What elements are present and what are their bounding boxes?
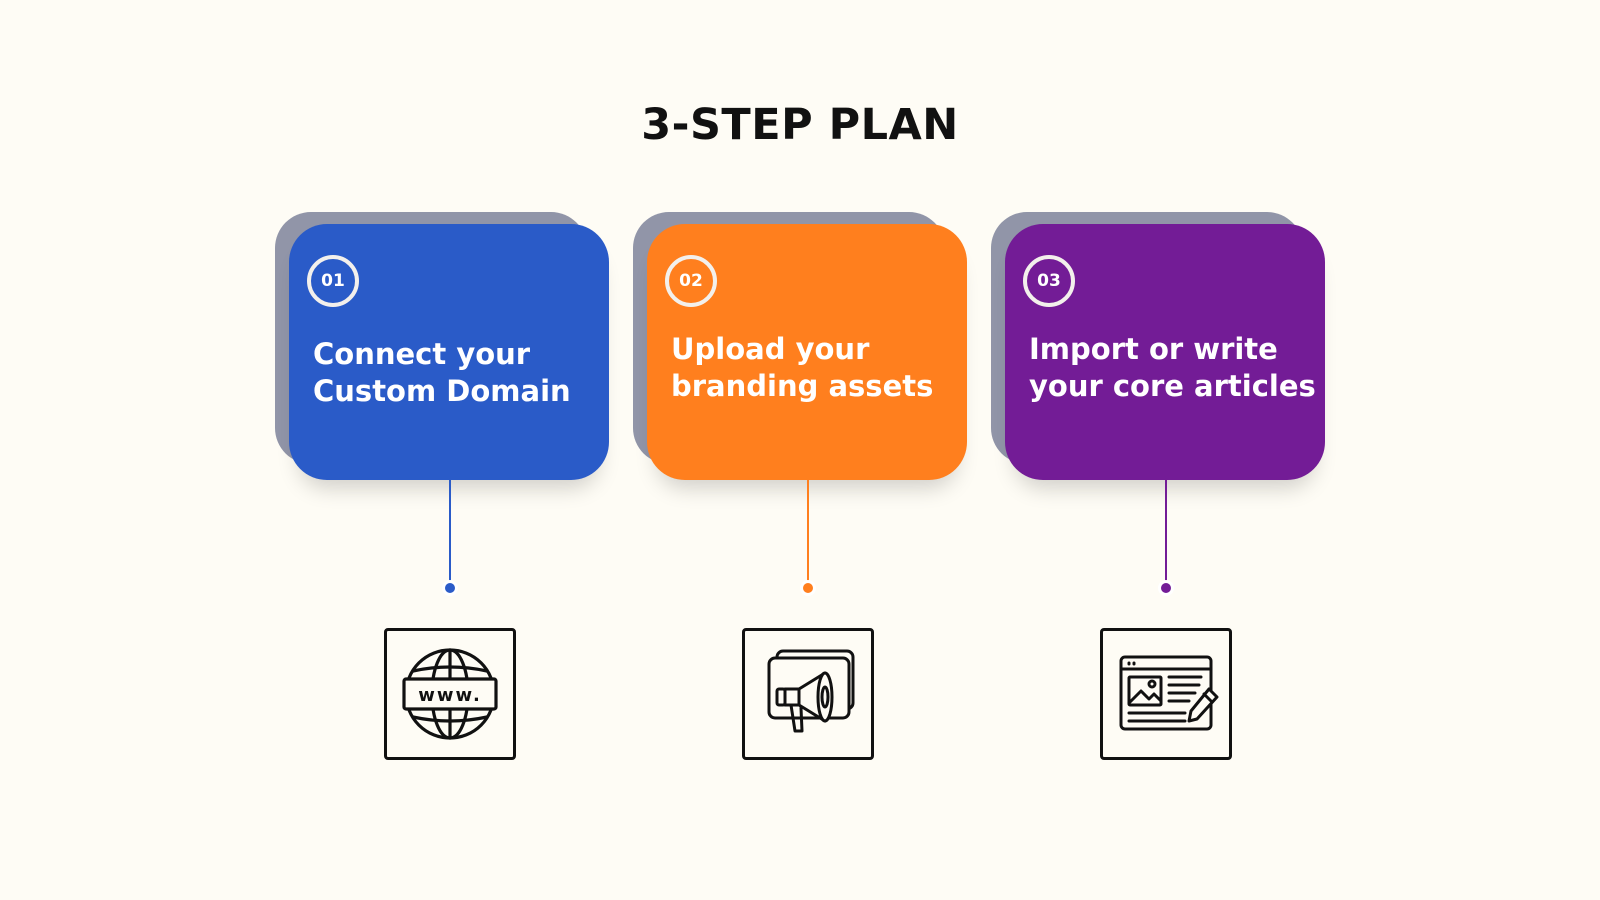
connector-line <box>449 480 451 588</box>
www-label: www. <box>418 685 482 706</box>
connector-dot <box>800 580 816 596</box>
step-card: 01 Connect your Custom Domain <box>289 224 609 480</box>
step-title: Connect your Custom Domain <box>313 337 571 408</box>
step-number-badge: 01 <box>307 255 359 307</box>
step-title: Import or write your core articles <box>1029 332 1316 403</box>
step-1: 01 Connect your Custom Domain www. <box>275 212 610 772</box>
step-number-badge: 03 <box>1023 255 1075 307</box>
connector-dot <box>1158 580 1174 596</box>
globe-www-icon: www. <box>384 628 516 760</box>
step-2: 02 Upload your branding assets <box>633 212 968 772</box>
step-title: Upload your branding assets <box>671 332 934 403</box>
step-card: 02 Upload your branding assets <box>647 224 967 480</box>
connector-line <box>1165 480 1167 588</box>
connector-dot <box>442 580 458 596</box>
step-3: 03 Import or write your core articles <box>991 212 1326 772</box>
page-title: 3-STEP PLAN <box>641 100 959 150</box>
step-card: 03 Import or write your core articles <box>1005 224 1325 480</box>
step-number-badge: 02 <box>665 255 717 307</box>
connector-line <box>807 480 809 588</box>
megaphone-icon <box>742 628 874 760</box>
article-edit-icon <box>1100 628 1232 760</box>
